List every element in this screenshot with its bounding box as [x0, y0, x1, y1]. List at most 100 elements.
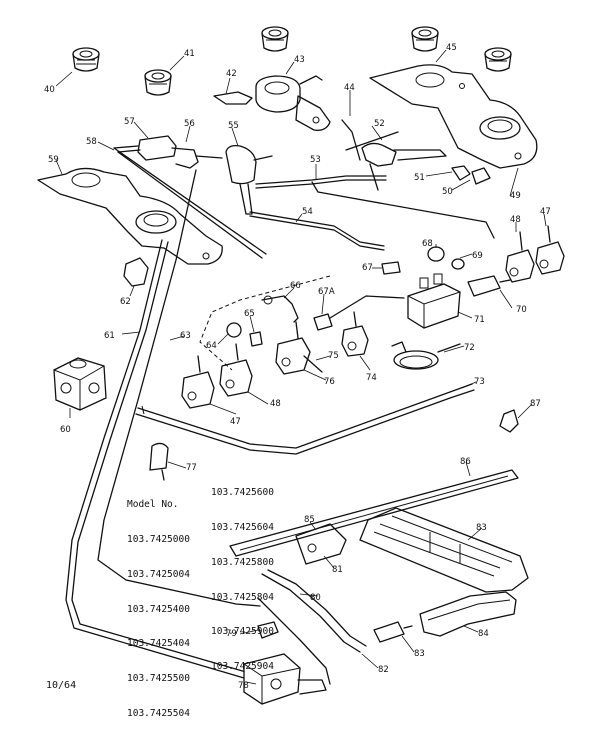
bracket-44: [341, 119, 399, 161]
clip-87: [499, 409, 519, 433]
callout-71: 71: [474, 315, 485, 325]
model-heading: Model No.: [127, 499, 179, 511]
orifice-70: [467, 275, 511, 297]
callout-75: 75: [328, 351, 339, 361]
valve-47-top: [535, 225, 565, 275]
callouts: 40 41 42 43 44 45 55 56 57 58 59 52 53 5…: [44, 43, 551, 691]
callout-63: 63: [180, 331, 191, 341]
model-number: 103.7425000: [127, 533, 190, 545]
model-number-col2: 103.7425600 103.7425604 103.7425800 103.…: [211, 464, 274, 684]
valve-48-lower: [219, 343, 253, 397]
burner-assembly-43: [255, 75, 331, 131]
burner-assembly-45: [369, 64, 538, 169]
model-number: 103.7425800: [211, 556, 274, 568]
model-number: 103.7425400: [127, 603, 190, 615]
callout-55: 55: [228, 121, 239, 131]
fitting-67: [381, 261, 401, 275]
model-number: 103.7425500: [127, 673, 190, 685]
broiler-84: [419, 591, 517, 637]
bracket-42: [213, 91, 253, 105]
callout-77: 77: [186, 463, 197, 473]
spark-module-71: [407, 273, 461, 329]
fitting-83: [373, 621, 413, 643]
callout-48: 48: [510, 215, 521, 225]
knob-68: [427, 246, 465, 270]
oven-burner-85: [359, 507, 529, 593]
callout-87: 87: [530, 399, 541, 409]
valve-74: [341, 311, 369, 357]
callout-76: 76: [324, 377, 335, 387]
callout-59: 59: [48, 155, 59, 165]
model-number: 103.7425504: [127, 707, 190, 719]
wire-harness-72: [391, 341, 461, 370]
model-number: 103.7425404: [127, 638, 190, 650]
fitting-79: [257, 621, 279, 639]
model-number-col1: Model No. 103.7425000 103.7425004 103.74…: [127, 476, 190, 731]
callout-41: 41: [184, 49, 195, 59]
tube-58: [113, 145, 267, 259]
burner-head-41: [144, 69, 172, 96]
callout-50: 50: [442, 187, 453, 197]
manifold-pipe-61: [65, 239, 259, 681]
model-number: 103.7425900: [211, 626, 274, 638]
callout-40: 40: [44, 85, 55, 95]
callout-47b: 47: [230, 417, 241, 427]
knob-64: [226, 322, 242, 338]
callout-47: 47: [540, 207, 551, 217]
callout-48b: 48: [270, 399, 281, 409]
burner-52: [361, 142, 447, 191]
callout-82: 82: [378, 665, 389, 675]
callout-45: 45: [446, 43, 457, 53]
clip-77: [149, 442, 169, 481]
switch-67A: [313, 295, 405, 331]
valve-48-top: [505, 231, 535, 283]
callout-72: 72: [464, 343, 475, 353]
callout-56: 56: [184, 119, 195, 129]
callout-57: 57: [124, 117, 135, 127]
burner-head-43-top: [261, 26, 289, 52]
callout-84: 84: [478, 629, 489, 639]
gas-tube-63: [97, 169, 261, 607]
valve-56-57: [137, 135, 223, 169]
burner-55: [225, 144, 273, 215]
rail-86: [229, 469, 519, 557]
callout-42: 42: [226, 69, 237, 79]
callout-80: 80: [310, 593, 321, 603]
valve-47-lower: [181, 355, 215, 409]
callout-54: 54: [302, 207, 313, 217]
callout-64: 64: [206, 341, 217, 351]
callout-67: 67: [362, 263, 373, 273]
bracket-62: [123, 257, 149, 287]
tube-53: [255, 175, 495, 239]
tube-80-82: [257, 569, 367, 685]
model-number: 103.7425004: [127, 568, 190, 580]
callout-83: 83: [476, 523, 487, 533]
callout-85: 85: [304, 515, 315, 525]
igniter-66: [261, 295, 299, 323]
valve-75-76: [275, 321, 323, 375]
callout-51: 51: [414, 173, 425, 183]
leader-lines: [55, 49, 547, 685]
callout-74: 74: [366, 373, 377, 383]
callout-81: 81: [332, 565, 343, 575]
callout-79: 79: [226, 629, 237, 639]
callout-43: 43: [294, 55, 305, 65]
callout-53: 53: [310, 155, 321, 165]
callout-73: 73: [474, 377, 485, 387]
burner-assembly-59: [37, 167, 223, 265]
callout-68: 68: [422, 239, 433, 249]
callout-52: 52: [374, 119, 385, 129]
callout-78: 78: [238, 681, 249, 691]
burner-head-40: [72, 47, 100, 72]
burner-head-45b: [484, 47, 512, 72]
bracket-81: [295, 523, 347, 565]
tube-54: [249, 211, 385, 251]
main-valve-78: [243, 653, 327, 705]
callout-83b: 83: [414, 649, 425, 659]
model-number: 103.7425904: [211, 661, 274, 673]
callout-62: 62: [120, 297, 131, 307]
callout-58: 58: [86, 137, 97, 147]
callout-65: 65: [244, 309, 255, 319]
dashed-wire: [199, 275, 331, 371]
